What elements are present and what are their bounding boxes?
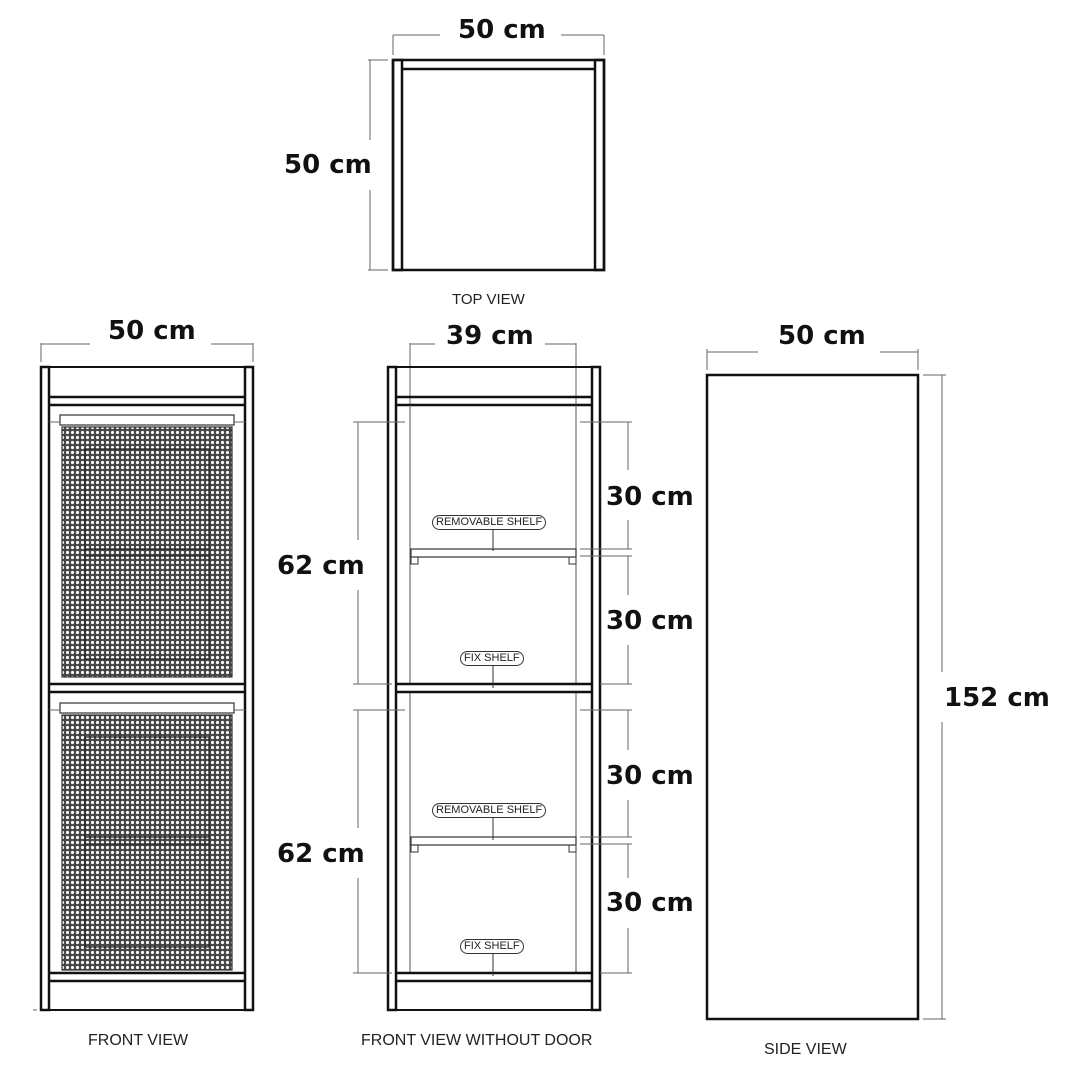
shelf-gap-4-label: 30 cm xyxy=(606,888,694,918)
top-view-caption: TOP VIEW xyxy=(452,291,525,308)
lower-removable-shelf-tag: REMOVABLE SHELF xyxy=(432,803,547,818)
side-view-drawing xyxy=(705,349,946,1021)
inner-width-label: 39 cm xyxy=(446,321,534,351)
top-view-depth-label: 50 cm xyxy=(284,150,372,180)
upper-removable-shelf-tag: REMOVABLE SHELF xyxy=(432,515,547,530)
shelf-gap-3-label: 30 cm xyxy=(606,761,694,791)
lower-fix-shelf-tag: FIX SHELF xyxy=(460,939,524,954)
side-view-depth-label: 50 cm xyxy=(778,321,866,351)
side-view-height-label: 152 cm xyxy=(944,683,1050,713)
upper-compartment-height-label: 62 cm xyxy=(277,551,365,581)
front-view-caption: FRONT VIEW xyxy=(88,1032,189,1049)
top-view-width-label: 50 cm xyxy=(458,15,546,45)
shelf-gap-1-label: 30 cm xyxy=(606,482,694,512)
upper-fix-shelf-tag: FIX SHELF xyxy=(460,651,524,666)
lower-compartment-height-label: 62 cm xyxy=(277,839,365,869)
front-view-drawing xyxy=(33,343,255,1012)
top-view-drawing xyxy=(368,34,606,272)
front-view-without-door-drawing xyxy=(353,343,632,1012)
front-view-without-door-caption: FRONT VIEW WITHOUT DOOR xyxy=(361,1032,593,1049)
side-view-caption: SIDE VIEW xyxy=(764,1041,847,1058)
front-view-width-label: 50 cm xyxy=(108,316,196,346)
shelf-gap-2-label: 30 cm xyxy=(606,606,694,636)
